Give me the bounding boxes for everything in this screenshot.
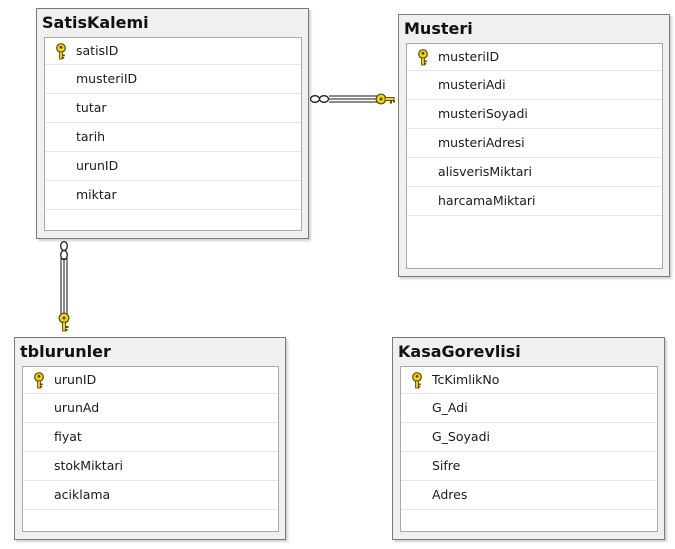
column-row[interactable]: G_Adi bbox=[401, 394, 657, 423]
column-name: musteriAdresi bbox=[438, 135, 525, 150]
column-list-kasagorevlisi: TcKimlikNo G_Adi G_Soyadi Sifre Adres bbox=[400, 366, 658, 532]
column-row[interactable]: musteriAdi bbox=[407, 71, 662, 100]
column-name: stokMiktari bbox=[54, 458, 123, 473]
column-row[interactable]: urunID bbox=[23, 367, 278, 394]
column-name: G_Soyadi bbox=[432, 429, 490, 444]
column-name: urunID bbox=[54, 372, 97, 387]
column-row[interactable]: tutar bbox=[45, 94, 301, 123]
table-title-tblurunler[interactable]: tblurunler bbox=[20, 342, 111, 361]
column-row[interactable]: aciklama bbox=[23, 481, 278, 510]
column-row[interactable]: musteriAdresi bbox=[407, 129, 662, 158]
column-row[interactable]: stokMiktari bbox=[23, 452, 278, 481]
table-kasagorevlisi[interactable]: KasaGorevlisi TcKimlikNo G_Adi G_Soyadi … bbox=[392, 337, 665, 540]
column-name: musteriAdi bbox=[438, 77, 506, 92]
column-name: musteriID bbox=[438, 49, 500, 64]
column-row[interactable]: harcamaMiktari bbox=[407, 187, 662, 216]
one-end-key-icon bbox=[375, 93, 395, 105]
table-satiskalemi[interactable]: SatisKalemi satisID musteriID tutar tari… bbox=[36, 8, 309, 239]
column-row[interactable]: satisID bbox=[45, 38, 301, 65]
column-name: miktar bbox=[76, 187, 117, 202]
column-name: harcamaMiktari bbox=[438, 193, 536, 208]
column-list-tblurunler: urunID urunAd fiyat stokMiktari aciklama bbox=[22, 366, 279, 532]
table-title-kasagorevlisi[interactable]: KasaGorevlisi bbox=[398, 342, 521, 361]
column-row[interactable]: miktar bbox=[45, 181, 301, 210]
column-row[interactable]: urunID bbox=[45, 152, 301, 181]
column-list-musteri: musteriID musteriAdi musteriSoyadi muste… bbox=[406, 43, 663, 269]
column-name: urunAd bbox=[54, 400, 100, 415]
table-musteri[interactable]: Musteri musteriID musteriAdi musteriSoya… bbox=[398, 14, 670, 277]
column-name: TcKimlikNo bbox=[432, 372, 500, 387]
one-end-key-icon bbox=[58, 312, 70, 332]
column-name: tarih bbox=[76, 129, 106, 144]
column-name: musteriID bbox=[76, 71, 138, 86]
column-name: urunID bbox=[76, 158, 119, 173]
column-name: G_Adi bbox=[432, 400, 468, 415]
primary-key-icon bbox=[416, 49, 430, 66]
relationship-satiskalemi-tblurunler[interactable] bbox=[58, 240, 70, 332]
many-end-infinity-icon bbox=[60, 240, 68, 261]
column-name: alisverisMiktari bbox=[438, 164, 533, 179]
column-name: tutar bbox=[76, 100, 107, 115]
column-row[interactable]: tarih bbox=[45, 123, 301, 152]
table-title-musteri[interactable]: Musteri bbox=[404, 19, 473, 38]
column-name: Adres bbox=[432, 487, 468, 502]
table-title-satiskalemi[interactable]: SatisKalemi bbox=[42, 13, 149, 32]
many-end-infinity-icon bbox=[309, 95, 330, 103]
column-row[interactable]: Sifre bbox=[401, 452, 657, 481]
relationship-satiskalemi-musteri[interactable] bbox=[309, 93, 396, 105]
column-row[interactable]: TcKimlikNo bbox=[401, 367, 657, 394]
column-name: fiyat bbox=[54, 429, 82, 444]
column-name: aciklama bbox=[54, 487, 111, 502]
column-list-satiskalemi: satisID musteriID tutar tarih urunID mik… bbox=[44, 37, 302, 231]
column-row[interactable]: urunAd bbox=[23, 394, 278, 423]
primary-key-icon bbox=[54, 43, 68, 60]
primary-key-icon bbox=[32, 372, 46, 389]
column-row[interactable]: musteriID bbox=[407, 44, 662, 71]
column-row[interactable]: fiyat bbox=[23, 423, 278, 452]
column-row[interactable]: alisverisMiktari bbox=[407, 158, 662, 187]
column-name: satisID bbox=[76, 43, 119, 58]
column-row[interactable]: G_Soyadi bbox=[401, 423, 657, 452]
primary-key-icon bbox=[410, 372, 424, 389]
column-row[interactable]: Adres bbox=[401, 481, 657, 510]
column-row[interactable]: musteriSoyadi bbox=[407, 100, 662, 129]
table-tblurunler[interactable]: tblurunler urunID urunAd fiyat stokMikta… bbox=[14, 337, 286, 540]
column-row[interactable]: musteriID bbox=[45, 65, 301, 94]
column-name: Sifre bbox=[432, 458, 461, 473]
column-name: musteriSoyadi bbox=[438, 106, 528, 121]
